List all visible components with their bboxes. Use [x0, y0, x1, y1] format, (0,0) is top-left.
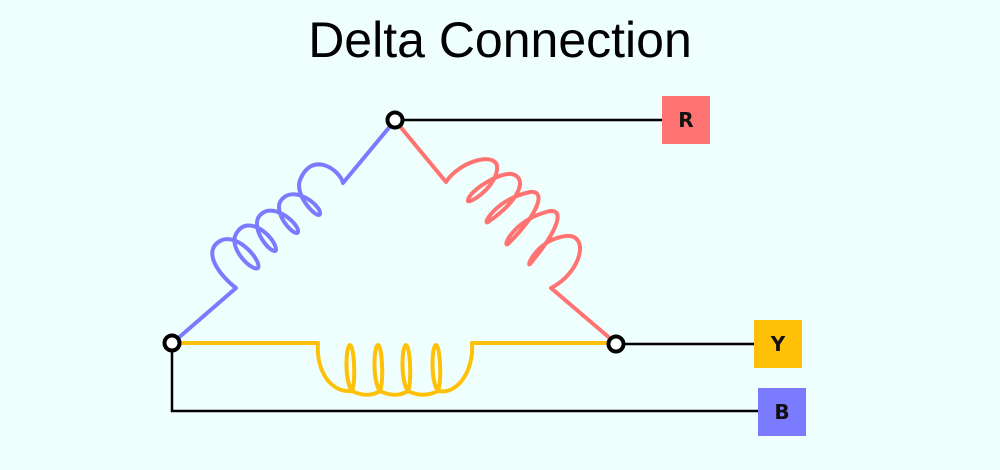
winding-red [396, 122, 614, 342]
terminal-right [606, 334, 626, 354]
phase-b-box: B [758, 388, 806, 436]
terminal-left [162, 333, 182, 353]
phase-y-label: Y [770, 332, 786, 356]
phase-r-label: R [678, 108, 694, 132]
winding-blue [174, 122, 394, 342]
phase-y-box: Y [754, 320, 802, 368]
wire-b [170, 350, 758, 413]
diagram-title: Delta Connection [308, 12, 692, 68]
winding-yellow [177, 341, 611, 397]
terminal-top [385, 110, 405, 130]
phase-b-label: B [774, 400, 790, 424]
phase-r-box: R [662, 96, 710, 144]
